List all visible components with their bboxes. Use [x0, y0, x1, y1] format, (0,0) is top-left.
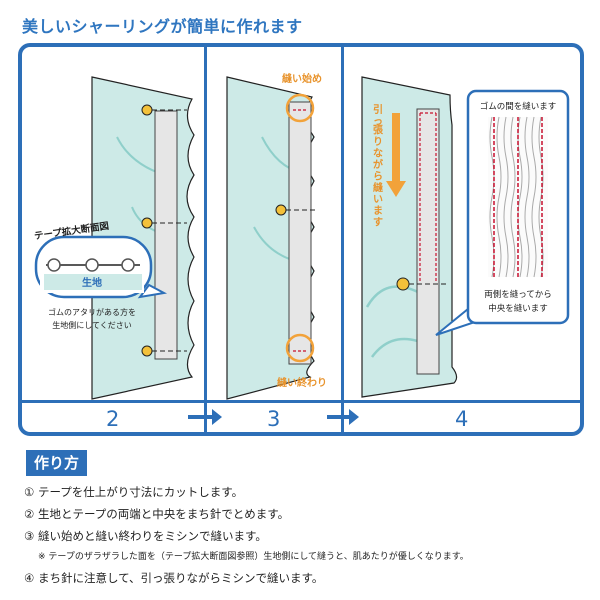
arrow-2-to-3-icon: [188, 415, 214, 419]
tape-strip-3: [288, 101, 312, 365]
vertical-char: が: [373, 158, 384, 171]
sew-start-label: 縫い始め: [282, 72, 322, 85]
illustration-frame: 生地 テープ拡大断面図 ゴムのアタリがある方を 生地側にしてください 縫い始め …: [18, 43, 584, 436]
instruction-step-2: ② 生地とテープの両端と中央をまち針でとめます。: [24, 507, 290, 521]
stitch-bottom-line-1: 両側を縫ってから: [484, 289, 552, 300]
vertical-char: す: [373, 217, 383, 229]
elastic-icon: [47, 258, 61, 272]
panel-2: 生地 テープ拡大断面図 ゴムのアタリがある方を 生地側にしてください: [33, 76, 195, 400]
cross-section-note-1: ゴムのアタリがある方を: [48, 307, 136, 317]
arrow-head-icon: [212, 409, 222, 425]
stitch-bottom-line-2: 中央を縫います: [488, 303, 548, 314]
elastic-icon: [85, 258, 99, 272]
stitch-top-label: ゴムの間を縫います: [480, 101, 557, 112]
shirring-detail: [488, 116, 548, 278]
divider-horizontal: [22, 400, 580, 403]
instruction-step-4: ④ まち針に注意して、引っ張りながらミシンで縫います。: [24, 571, 324, 585]
vertical-char: ま: [373, 205, 383, 217]
arrow-head-icon: [349, 409, 359, 425]
vertical-char: 張: [373, 125, 384, 137]
pin-icon: [141, 217, 153, 229]
vertical-char: い: [373, 195, 383, 206]
arrow-3-to-4-icon: [327, 415, 351, 419]
pin-icon: [141, 104, 153, 116]
instruction-note: ※ テープのザラザラした面を（テープ拡大断面図参照）生地側にして縫うと、肌あたり…: [38, 552, 469, 562]
vertical-char: り: [373, 136, 383, 148]
elastic-icon: [121, 258, 135, 272]
instruction-step-3: ③ 縫い始めと縫い終わりをミシンで縫います。: [24, 529, 267, 543]
pin-icon: [396, 277, 410, 291]
vertical-char: ら: [373, 171, 383, 183]
cross-section-note-2: 生地側にしてください: [52, 320, 132, 330]
pin-icon: [141, 345, 153, 357]
fabric-label: 生地: [82, 276, 102, 289]
vertical-char: 引: [373, 103, 383, 116]
pull-arrow-icon: [392, 113, 400, 183]
sew-end-label: 縫い終わり: [277, 376, 327, 389]
vertical-char: っ: [373, 117, 383, 128]
step-number-4: 4: [455, 407, 469, 431]
divider-vertical: [204, 47, 207, 432]
tape-strip-4: [416, 108, 440, 375]
page-title: 美しいシャーリングが簡単に作れます: [22, 17, 303, 36]
instruction-list: ① テープを仕上がり寸法にカットします。 ② 生地とテープの両端と中央をまち針で…: [24, 481, 469, 589]
vertical-char: な: [373, 148, 383, 160]
tape-strip-2: [154, 110, 178, 360]
instruction-step-1: ① テープを仕上がり寸法にカットします。: [24, 485, 244, 499]
vertical-char: 縫: [373, 181, 384, 194]
divider-vertical: [341, 47, 344, 432]
panel-3: 縫い始め 縫い終わり: [226, 72, 327, 400]
end-highlight: [285, 333, 315, 363]
illustration-svg: 生地 テープ拡大断面図 ゴムのアタリがある方を 生地側にしてください 縫い始め …: [33, 72, 570, 400]
section-tag: 作り方: [26, 450, 88, 476]
pin-icon: [275, 204, 287, 216]
step-number-3: 3: [267, 407, 281, 431]
step-number-2: 2: [106, 407, 120, 431]
start-highlight: [285, 93, 315, 123]
